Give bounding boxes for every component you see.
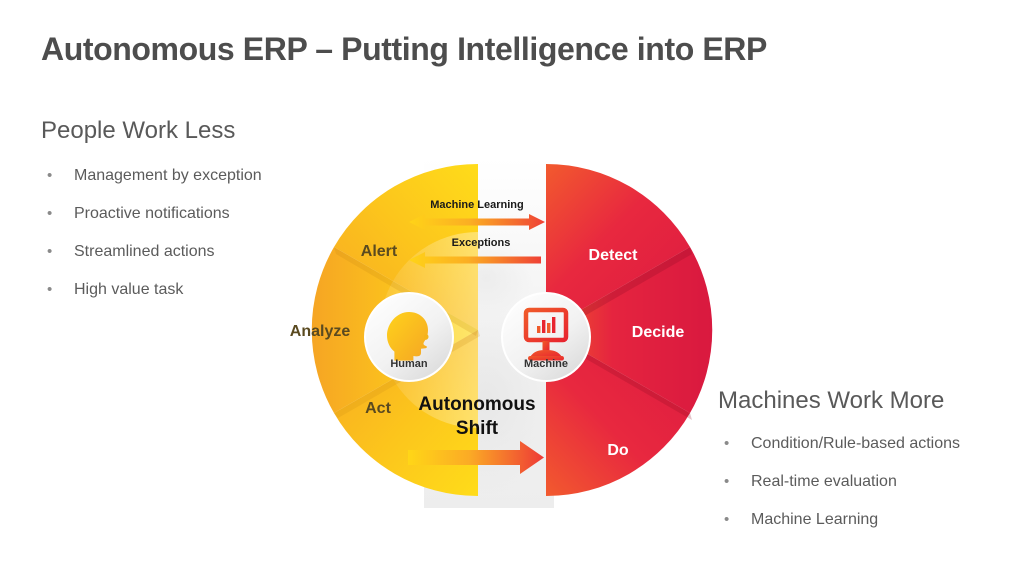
wheel-segment-alert[interactable]: Alert: [334, 163, 478, 330]
autonomous-shift-label-line2: Shift: [456, 418, 499, 439]
bullet-icon: •: [724, 435, 730, 453]
human-node-label: Human: [390, 358, 428, 370]
autonomous-shift-diagram: Alert Analyze Act Detect Decide Do Machi…: [228, 150, 728, 515]
bullet-icon: •: [47, 205, 53, 223]
machines-bullet-list: • Condition/Rule-based actions • Real-ti…: [718, 425, 960, 539]
list-item-label: High value task: [74, 281, 184, 299]
autonomous-shift-label-line1: Autonomous: [418, 394, 535, 415]
bullet-icon: •: [724, 511, 730, 529]
exceptions-arrow-label: Exceptions: [452, 237, 511, 249]
wheel-segment-label: Do: [607, 442, 629, 459]
computer-monitor-chart-icon: [523, 307, 569, 361]
list-item: • Real-time evaluation: [718, 463, 960, 501]
machine-node-label: Machine: [524, 358, 568, 370]
list-item-label: Streamlined actions: [74, 243, 215, 261]
list-item-label: Real-time evaluation: [751, 473, 897, 491]
wheel-segment-decide[interactable]: Decide: [546, 247, 713, 413]
machine-learning-arrow-label: Machine Learning: [430, 199, 524, 211]
wheel-segment-label: Alert: [361, 243, 398, 260]
human-node[interactable]: Human: [364, 292, 454, 382]
people-work-less-heading: People Work Less: [41, 117, 236, 144]
person-head-icon: [387, 312, 429, 361]
bullet-icon: •: [47, 167, 53, 185]
wheel-segment-label: Act: [365, 400, 391, 417]
page-title: Autonomous ERP – Putting Intelligence in…: [41, 31, 767, 67]
machine-node[interactable]: Machine: [501, 292, 591, 382]
bullet-icon: •: [47, 243, 53, 261]
people-work-less-block: People Work Less • Management by excepti…: [41, 117, 262, 309]
list-item: • Management by exception: [41, 157, 262, 195]
exceptions-arrow: [409, 252, 541, 268]
list-item: • High value task: [41, 271, 262, 309]
list-item: • Proactive notifications: [41, 195, 262, 233]
list-item-label: Condition/Rule-based actions: [751, 435, 961, 453]
list-item-label: Machine Learning: [751, 511, 879, 529]
wheel-segment-label: Detect: [589, 247, 639, 264]
people-bullet-list: • Management by exception • Proactive no…: [41, 157, 262, 309]
wheel-segment-label: Decide: [632, 324, 685, 341]
list-item: • Condition/Rule-based actions: [718, 425, 960, 463]
list-item: • Streamlined actions: [41, 233, 262, 271]
list-item-label: Management by exception: [74, 167, 262, 185]
wheel-segment-label: Analyze: [290, 323, 351, 340]
bullet-icon: •: [724, 473, 730, 491]
machines-work-more-block: Machines Work More • Condition/Rule-base…: [718, 387, 960, 539]
wheel-segment-do[interactable]: Do: [546, 330, 690, 497]
machines-work-more-heading: Machines Work More: [718, 387, 945, 414]
bullet-icon: •: [47, 281, 53, 299]
wheel-segment-detect[interactable]: Detect: [546, 163, 690, 330]
machine-learning-arrow: [409, 214, 545, 230]
list-item-label: Proactive notifications: [74, 205, 230, 223]
list-item: • Machine Learning: [718, 501, 960, 539]
autonomous-shift-arrow: [408, 441, 544, 474]
